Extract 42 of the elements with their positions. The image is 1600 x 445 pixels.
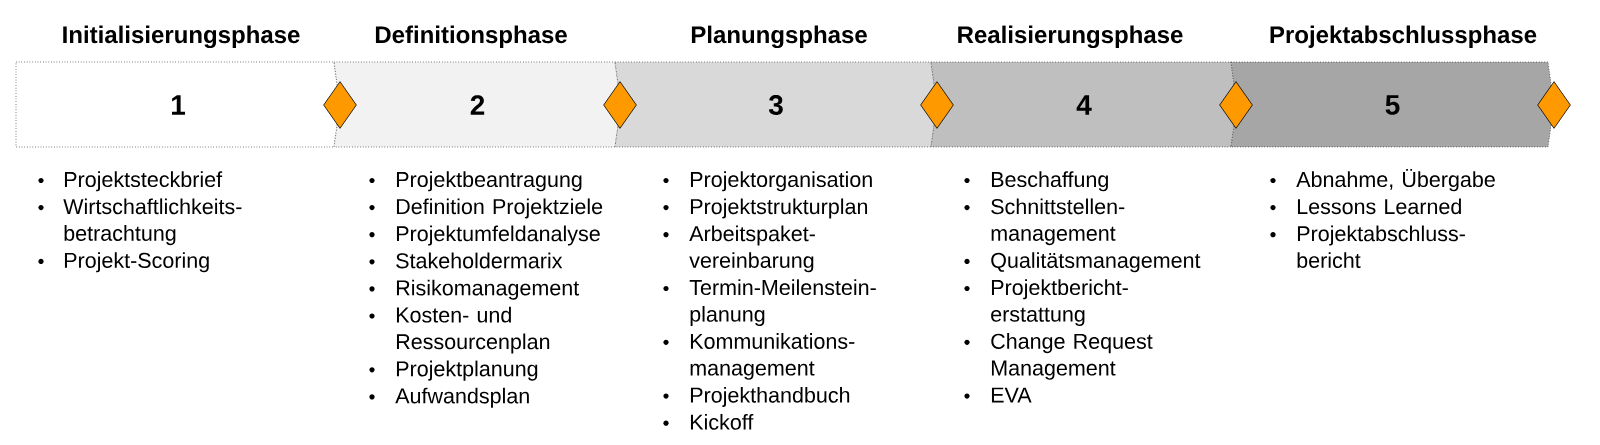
list-item: Projektsteckbrief bbox=[64, 171, 223, 192]
list-item: Projektabschluss- bericht bbox=[1297, 225, 1465, 268]
phase-band: 2 bbox=[333, 61, 622, 148]
milestone-diamond bbox=[1219, 81, 1253, 129]
list-item: Projektstrukturplan bbox=[690, 198, 868, 219]
phase-band: 3 bbox=[614, 61, 938, 148]
list-item: Projektbericht- erstattung bbox=[991, 279, 1128, 327]
list-item: Beschaffung bbox=[991, 171, 1108, 192]
phase-band: 4 bbox=[930, 61, 1238, 148]
list-item: Projektumfeldanalyse bbox=[396, 225, 600, 246]
phase-heading: Planungsphase bbox=[691, 25, 867, 49]
phase-band: 5 bbox=[1230, 61, 1555, 148]
phase-heading: Realisierungsphase bbox=[958, 25, 1183, 49]
milestone-diamond bbox=[1537, 81, 1571, 129]
list-item: Stakeholdermarix bbox=[396, 252, 563, 269]
milestone-diamond bbox=[323, 81, 357, 129]
list-item: Arbeitspaket- vereinbarung bbox=[689, 225, 815, 273]
list-item: Projektbeantragung bbox=[396, 171, 582, 192]
list-item: Projekthandbuch bbox=[690, 386, 850, 407]
list-item: Projektplanung bbox=[396, 360, 538, 381]
list-item: Termin-Meilenstein- planung bbox=[689, 279, 876, 327]
phase-heading: Projektabschlussphase bbox=[1270, 25, 1537, 48]
milestone-diamond bbox=[603, 81, 637, 129]
list-item: Projektorganisation bbox=[690, 171, 872, 192]
list-item: Abnahme, Übergabe bbox=[1296, 168, 1495, 192]
list-item: Wirtschaftlichkeits- betrachtung bbox=[63, 198, 242, 246]
list-item: Risikomanagement bbox=[396, 279, 580, 300]
list-item: Qualitätsmanagement bbox=[991, 252, 1201, 273]
phase-band: 1 bbox=[15, 61, 341, 148]
list-item: Change Request Management bbox=[991, 333, 1153, 380]
list-item: Definition Projektziele bbox=[396, 198, 603, 219]
list-item: Projekt-Scoring bbox=[64, 252, 209, 273]
list-item: EVA bbox=[991, 387, 1032, 403]
phase-heading: Definitionsphase bbox=[375, 25, 567, 48]
milestone-diamond bbox=[920, 81, 954, 129]
list-item: Lessons Learned bbox=[1297, 198, 1461, 215]
list-item: Kickoff bbox=[690, 414, 754, 430]
list-item: Kommunikations- management bbox=[690, 333, 855, 380]
phase-heading: Initialisierungsphase bbox=[63, 25, 300, 49]
list-item: Kosten- und Ressourcenplan bbox=[396, 306, 550, 354]
list-item: Schnittstellen- management bbox=[991, 198, 1125, 246]
list-item: Aufwandsplan bbox=[395, 387, 529, 408]
